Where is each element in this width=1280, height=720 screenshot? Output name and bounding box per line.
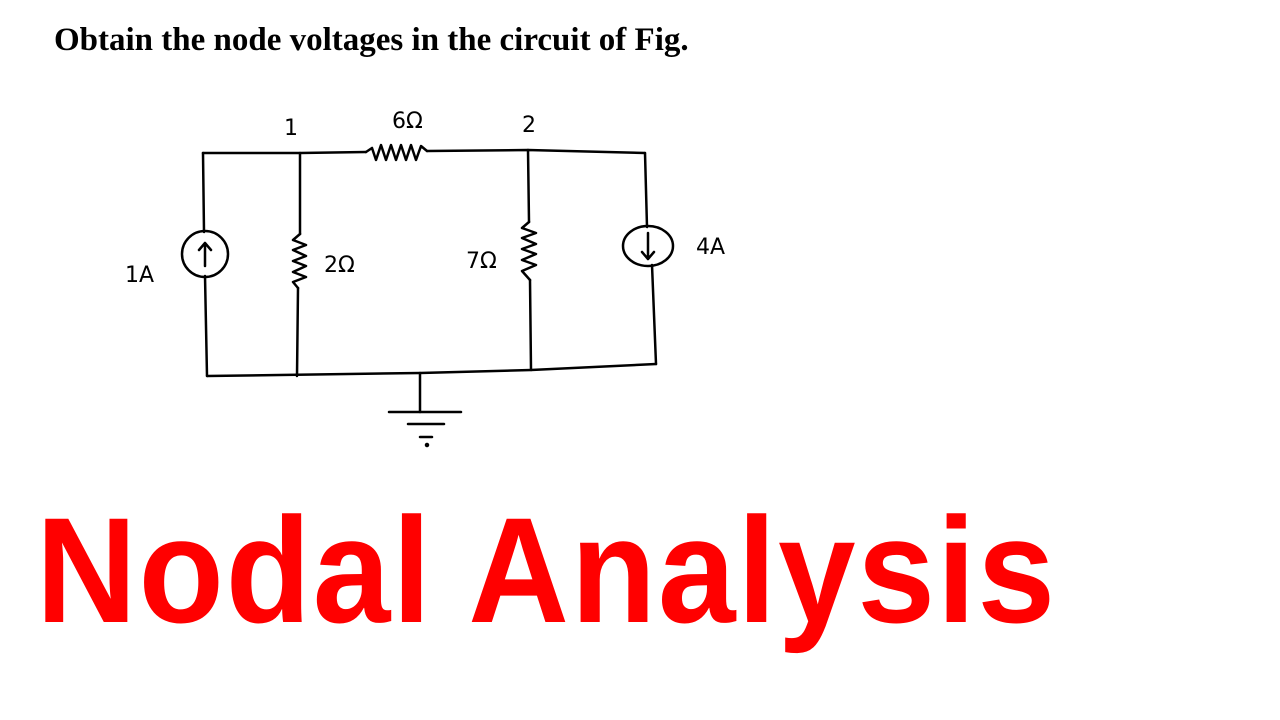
arrow-up-icon [197, 241, 213, 268]
bottom-wire [205, 362, 658, 378]
source-1a-label: 1A [125, 263, 154, 288]
right-wire-top [643, 151, 649, 229]
current-source-1a [180, 229, 230, 279]
resistor-7ohm [520, 220, 538, 282]
node2-wire-top [526, 148, 531, 224]
resistor-2ohm [291, 232, 308, 290]
node-1-label: 1 [284, 116, 298, 141]
top-wire-left [201, 150, 368, 155]
node-2-label: 2 [522, 113, 536, 138]
left-wire-bottom [203, 274, 209, 378]
wires [201, 148, 658, 414]
resistor-7ohm-label: 7Ω [466, 249, 497, 274]
node2-wire-bottom [528, 278, 533, 372]
problem-statement: Obtain the node voltages in the circuit … [54, 22, 689, 58]
source-4a-label: 4A [696, 235, 725, 260]
resistor-6ohm-label: 6Ω [392, 109, 423, 134]
right-wire-bottom [650, 263, 658, 366]
top-wire-right [425, 148, 647, 155]
node1-wire-bottom [295, 286, 300, 378]
resistor-2ohm-label: 2Ω [324, 253, 355, 278]
current-source-4a [621, 224, 675, 268]
video-title: Nodal Analysis [36, 486, 1057, 654]
circuit-diagram: 1 2 6Ω 2Ω 7Ω 1A 4A [125, 109, 725, 448]
ground-symbol [387, 410, 463, 448]
resistor-6ohm [364, 143, 429, 162]
left-wire-top [201, 151, 206, 234]
arrow-down-icon [640, 231, 656, 261]
